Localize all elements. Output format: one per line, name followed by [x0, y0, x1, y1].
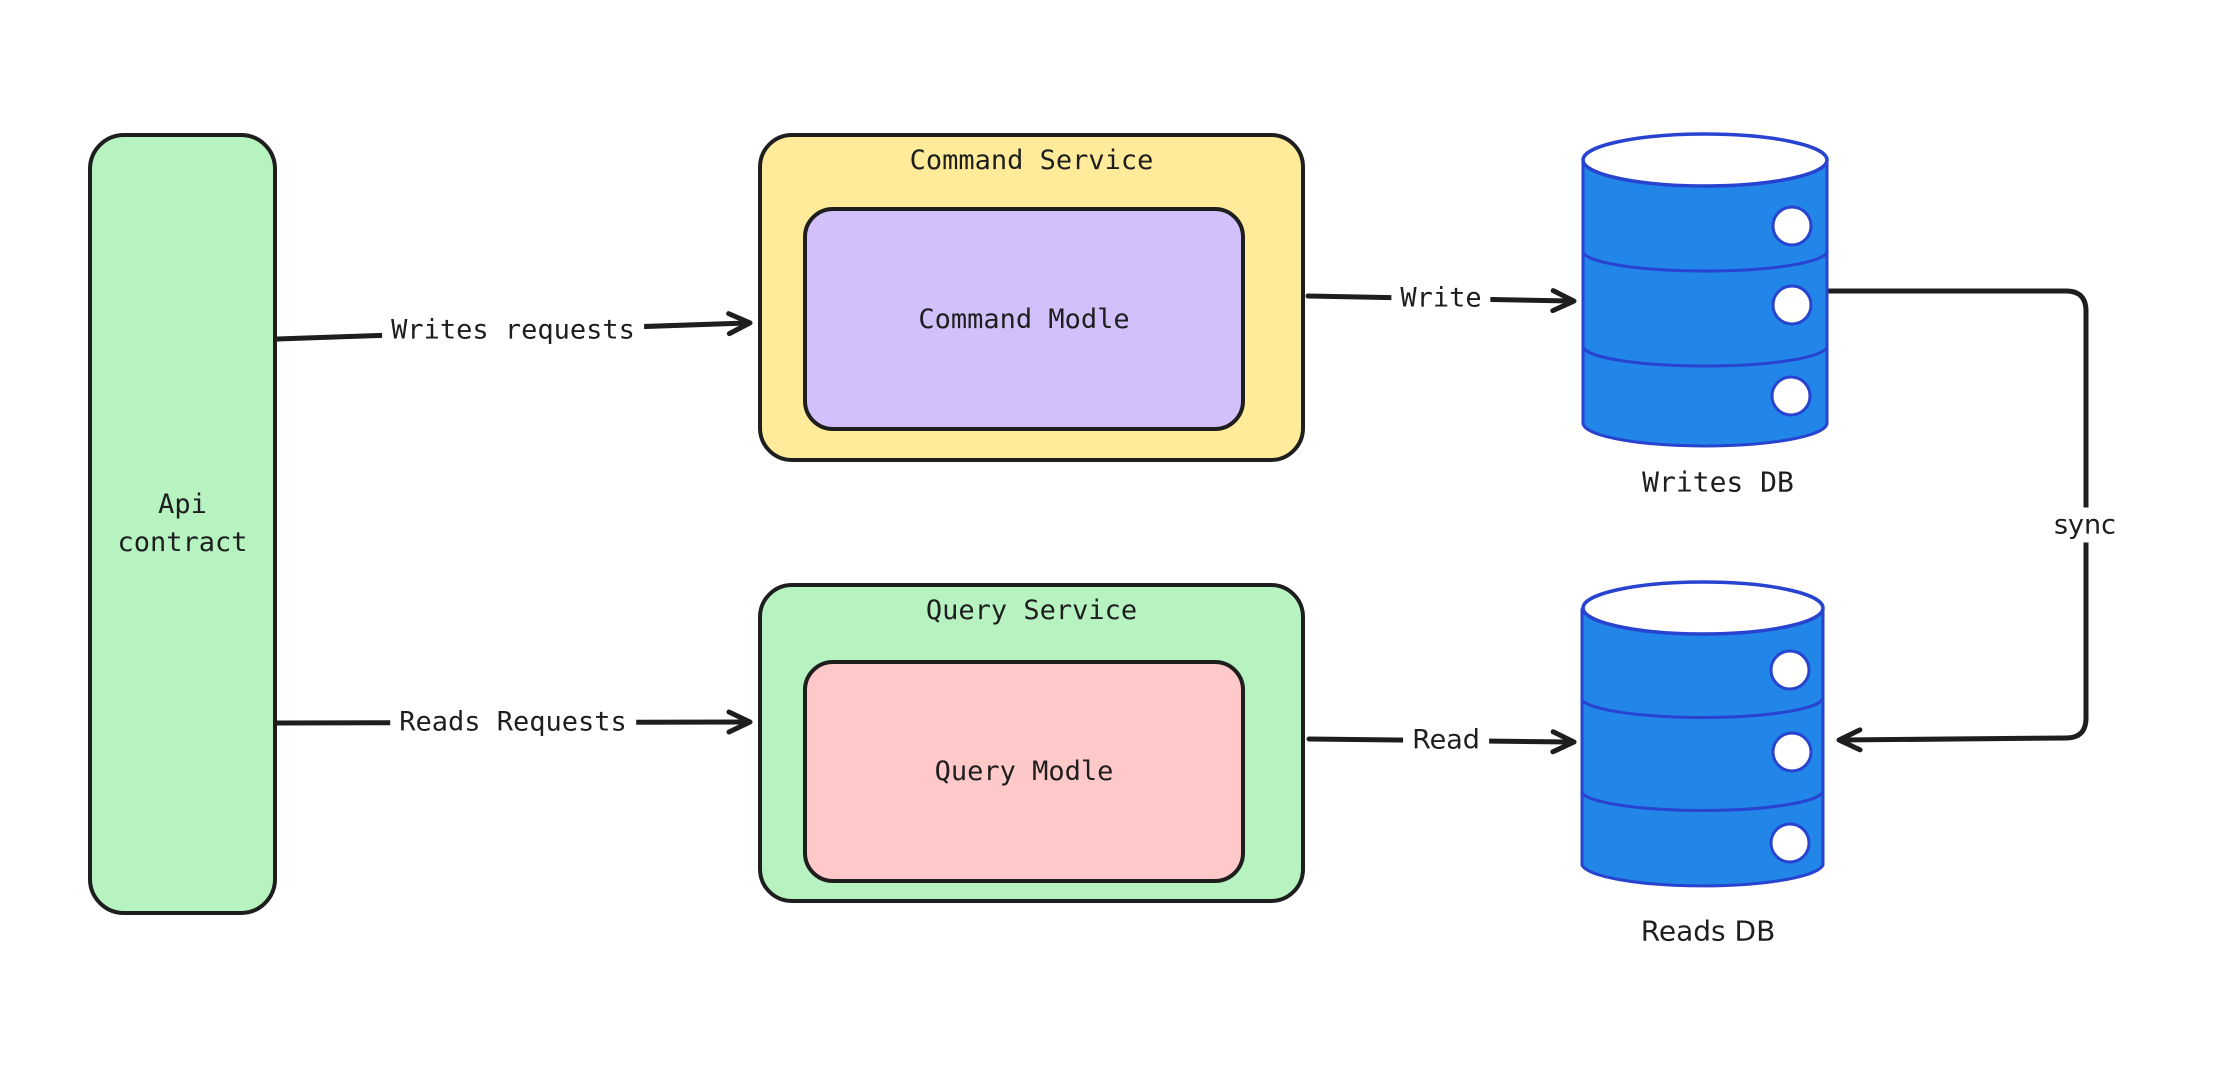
query-service-node: Query Service Query Modle	[758, 583, 1305, 903]
reads-db-dot	[1769, 649, 1811, 691]
writes-db-dot	[1770, 375, 1812, 417]
command-service-node: Command Service Command Modle	[758, 133, 1305, 462]
query-module-node: Query Modle	[803, 660, 1245, 883]
writes-requests-edge-label: Writes requests	[382, 312, 644, 348]
reads-db-dot	[1769, 822, 1811, 864]
reads-db-label: Reads DB	[1640, 914, 1776, 948]
reads-db-segment-divider	[1580, 697, 1825, 719]
writes-db-dot	[1771, 284, 1813, 326]
command-module-node: Command Modle	[803, 207, 1245, 431]
writes-db-label: Writes DB	[1642, 465, 1794, 499]
reads-db-body	[1580, 608, 1825, 888]
reads-db-dot	[1771, 731, 1813, 773]
command-service-label: Command Service	[909, 145, 1154, 176]
write-edge-label: Write	[1391, 280, 1491, 316]
api-contract-label: Api contract	[117, 489, 248, 558]
writes-db-cylinder-icon	[1581, 132, 1829, 448]
reads-requests-edge-label: Reads Requests	[390, 704, 636, 740]
sync-edge-label: sync	[2044, 507, 2126, 543]
command-module-label: Command Modle	[918, 303, 1130, 335]
writes-db-segment-divider	[1581, 344, 1829, 368]
query-module-label: Query Modle	[934, 756, 1114, 787]
reads-db-cylinder-icon	[1580, 580, 1825, 888]
api-contract-node: Api contract	[88, 133, 277, 915]
reads-db-segment-divider	[1580, 790, 1825, 812]
reads-db-top-ellipse	[1581, 580, 1825, 636]
writes-db-top-ellipse	[1581, 132, 1829, 188]
writes-db-dot	[1771, 205, 1813, 247]
query-service-label: Query Service	[925, 595, 1138, 626]
read-edge-label: Read	[1403, 722, 1489, 758]
writes-db-body	[1581, 160, 1829, 448]
writes-db-segment-divider	[1581, 249, 1829, 273]
